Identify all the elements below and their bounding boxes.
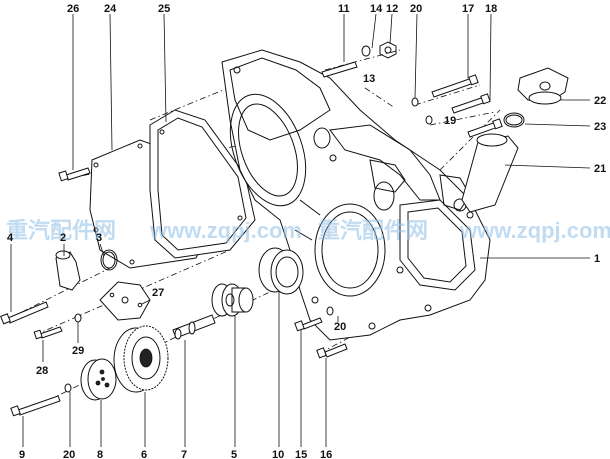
part-28-screw bbox=[33, 326, 63, 340]
part-8-washer-plate bbox=[80, 358, 117, 401]
part-27-flange-cap bbox=[99, 281, 151, 321]
callout-22: 22 bbox=[594, 95, 606, 107]
callout-7: 7 bbox=[181, 449, 187, 459]
callout-21: 21 bbox=[594, 163, 606, 175]
part-1-timing-housing bbox=[221, 49, 491, 341]
callout-23: 23 bbox=[594, 121, 606, 133]
part-2-elbow-fitting bbox=[55, 250, 81, 291]
callout-17: 17 bbox=[462, 3, 474, 15]
watermark-mid: 重汽配件网 bbox=[318, 218, 428, 243]
callout-26: 26 bbox=[67, 3, 79, 15]
callout-29: 29 bbox=[72, 345, 84, 357]
leader-lines bbox=[10, 13, 591, 447]
part-3-o-ring bbox=[100, 249, 118, 271]
callout-27: 27 bbox=[152, 287, 164, 299]
watermark-band: 重汽配件网 www.zqpj.com 重汽配件网 www.zqpj.com bbox=[6, 218, 610, 243]
part-4-long-bolt bbox=[0, 301, 49, 325]
part-7-idler-shaft bbox=[172, 314, 216, 340]
part-6-idler-gear bbox=[113, 325, 169, 393]
callout-13: 13 bbox=[363, 73, 375, 85]
callout-14: 14 bbox=[370, 3, 383, 15]
callout-numbers: 26 24 25 11 14 12 20 17 18 13 19 22 23 2… bbox=[7, 3, 606, 459]
part-9-bolt bbox=[10, 395, 61, 417]
callout-24: 24 bbox=[104, 3, 117, 15]
part-17-18-bolts bbox=[431, 74, 503, 138]
callout-12: 12 bbox=[386, 3, 398, 15]
small-washers bbox=[64, 45, 433, 393]
callout-11: 11 bbox=[338, 3, 350, 15]
callout-9: 9 bbox=[19, 449, 25, 459]
callout-8: 8 bbox=[97, 449, 103, 459]
callout-28: 28 bbox=[36, 365, 48, 377]
watermark-right: www.zqpj.com bbox=[459, 218, 610, 243]
callout-3: 3 bbox=[96, 232, 102, 244]
watermark-center: www.zqpj.com bbox=[149, 218, 302, 243]
callout-20-top: 20 bbox=[410, 3, 422, 15]
watermark-left: 重汽配件网 bbox=[6, 218, 116, 243]
callout-10: 10 bbox=[272, 449, 284, 459]
callout-6: 6 bbox=[141, 449, 147, 459]
callout-2: 2 bbox=[60, 232, 66, 244]
callout-20-bottom: 20 bbox=[63, 449, 75, 459]
part-15-16-bolts bbox=[294, 317, 348, 359]
callout-19: 19 bbox=[444, 115, 456, 127]
callout-18: 18 bbox=[485, 3, 497, 15]
callout-20-mid: 20 bbox=[334, 321, 346, 333]
callout-16: 16 bbox=[320, 449, 332, 459]
callout-4: 4 bbox=[7, 232, 14, 244]
callout-5: 5 bbox=[231, 449, 237, 459]
part-11-12-14-stud-nut bbox=[321, 41, 397, 78]
callout-1: 1 bbox=[594, 253, 600, 265]
part-10-seal-ring bbox=[258, 247, 304, 295]
part-25-gasket bbox=[149, 109, 256, 259]
callout-25: 25 bbox=[158, 3, 170, 15]
part-5-idler-hub bbox=[211, 283, 254, 317]
callout-15: 15 bbox=[295, 449, 307, 459]
part-21-22-23-filler bbox=[461, 67, 569, 213]
part-26-short-bolt bbox=[58, 167, 91, 182]
